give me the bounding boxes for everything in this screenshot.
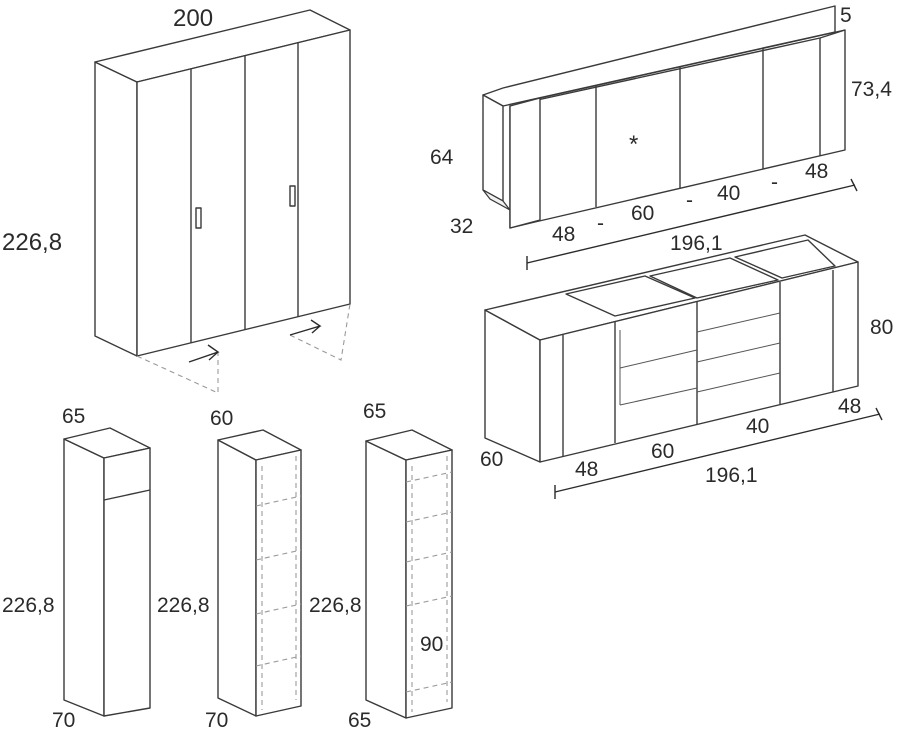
column-2-width-label: 70: [205, 709, 228, 732]
upper-height-label: 73,4: [851, 78, 892, 101]
lower-height-label: 80: [870, 316, 893, 339]
upper-module-2: 60: [631, 202, 654, 225]
wardrobe-width-label: 200: [173, 5, 213, 32]
lower-module-3: 40: [746, 415, 769, 438]
wardrobe-drawing: [94, 9, 351, 394]
upper-depth-top-label: 5: [840, 4, 852, 27]
column-1-width-label: 70: [52, 709, 75, 732]
upper-marker: *: [629, 131, 638, 158]
lower-depth-label: 60: [480, 448, 503, 471]
upper-module-4: 48: [805, 160, 828, 183]
column-2-drawing: [217, 429, 302, 717]
upper-separator-2: -: [686, 189, 693, 212]
lower-module-2: 60: [651, 440, 674, 463]
column-3-height-label: 226,8: [309, 594, 362, 617]
column-1-height-label: 226,8: [2, 594, 55, 617]
lower-total-label: 196,1: [705, 464, 758, 487]
upper-module-3: 40: [717, 182, 740, 205]
upper-module-1: 48: [552, 223, 575, 246]
column-1-drawing: [63, 427, 151, 717]
upper-depth-label: 32: [450, 215, 473, 238]
column-2-height-label: 226,8: [157, 594, 210, 617]
column-2-depth-label: 60: [210, 407, 233, 430]
wardrobe-height-label: 226,8: [2, 229, 62, 256]
upper-inner-height-label: 64: [430, 146, 454, 169]
column-3-drawing: [365, 429, 453, 719]
lower-module-4: 48: [838, 395, 861, 418]
column-3-depth-label: 65: [363, 400, 386, 423]
upper-separator-1: -: [597, 212, 604, 235]
upper-unit-drawing: [482, 5, 858, 270]
upper-total-label: 196,1: [670, 232, 723, 255]
lower-module-1: 48: [575, 458, 598, 481]
lower-unit-drawing: [484, 234, 883, 499]
column-3-width-label: 65: [348, 709, 371, 732]
upper-separator-3: -: [771, 171, 778, 194]
column-1-depth-label: 65: [62, 405, 85, 428]
column-3-shelf-span-label: 90: [420, 633, 443, 656]
